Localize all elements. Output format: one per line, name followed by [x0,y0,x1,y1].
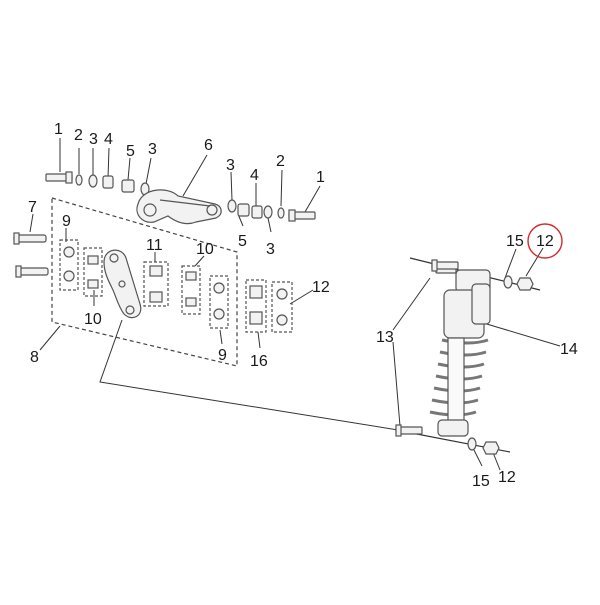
shock-top-bolt [431,259,459,272]
highlight-circle [527,223,563,259]
washer-3-right-b [263,205,273,219]
callout-9: 9 [62,213,71,230]
callout-8: 8 [30,349,39,366]
pins-7 [13,232,49,278]
bolt-13-bottom [395,424,423,437]
callout-2: 2 [74,127,83,144]
callout-7: 7 [28,199,37,216]
callout-labels: 1 2 3 4 5 3 6 3 4 2 1 5 3 7 9 11 10 10 8… [28,121,578,490]
bushing-4-right [251,205,263,219]
nut-12-bottom [482,441,500,455]
callout-9: 9 [218,347,227,364]
callout-3: 3 [89,131,98,148]
callout-15: 15 [472,473,490,490]
callout-13: 13 [376,329,394,346]
washer-15-top [503,275,513,289]
callout-12: 12 [312,279,330,296]
mounting-plate-outline [51,197,238,367]
callout-10: 10 [84,311,102,328]
nut-12-top [516,277,534,291]
callout-2: 2 [276,153,285,170]
callout-4: 4 [104,131,113,148]
callout-15: 15 [506,233,524,250]
bushing-group-9-right [209,275,229,329]
washer-3-right [227,199,237,213]
spacer-group-11 [143,261,169,307]
callout-14: 14 [560,341,578,358]
shock-absorber-14 [395,257,541,453]
washer-2-right [277,207,285,219]
link-bracket [103,249,142,319]
callout-5: 5 [126,143,135,160]
bushing-group-10-right [181,265,201,315]
callout-1: 1 [316,169,325,186]
callout-12-highlighted: 12 [536,233,554,250]
bushing-group-9-left [59,239,79,291]
callout-12: 12 [498,469,516,486]
spacer-5-left [121,179,135,193]
callout-5: 5 [238,233,247,250]
callout-11: 11 [146,237,163,254]
callout-6: 6 [204,137,213,154]
bushing-group-10-left [83,247,103,297]
spacer-group-16 [245,279,267,333]
callout-3: 3 [226,157,235,174]
spacer-5-right [237,203,250,217]
bolt-1-left [45,171,73,184]
callout-3: 3 [266,241,275,258]
bolt-1-right [288,209,316,222]
washer-2-left [75,174,83,186]
bushing-4-left [102,175,114,189]
washer-15-bottom [467,437,477,451]
nut-group-12 [271,281,293,333]
callout-1: 1 [54,121,63,138]
rocker-arm-6 [136,189,222,225]
washer-3-left [88,174,98,188]
callout-10: 10 [196,241,214,258]
callout-3: 3 [148,141,157,158]
callout-4: 4 [250,167,259,184]
callout-16: 16 [250,353,268,370]
leader-lines [29,138,561,471]
